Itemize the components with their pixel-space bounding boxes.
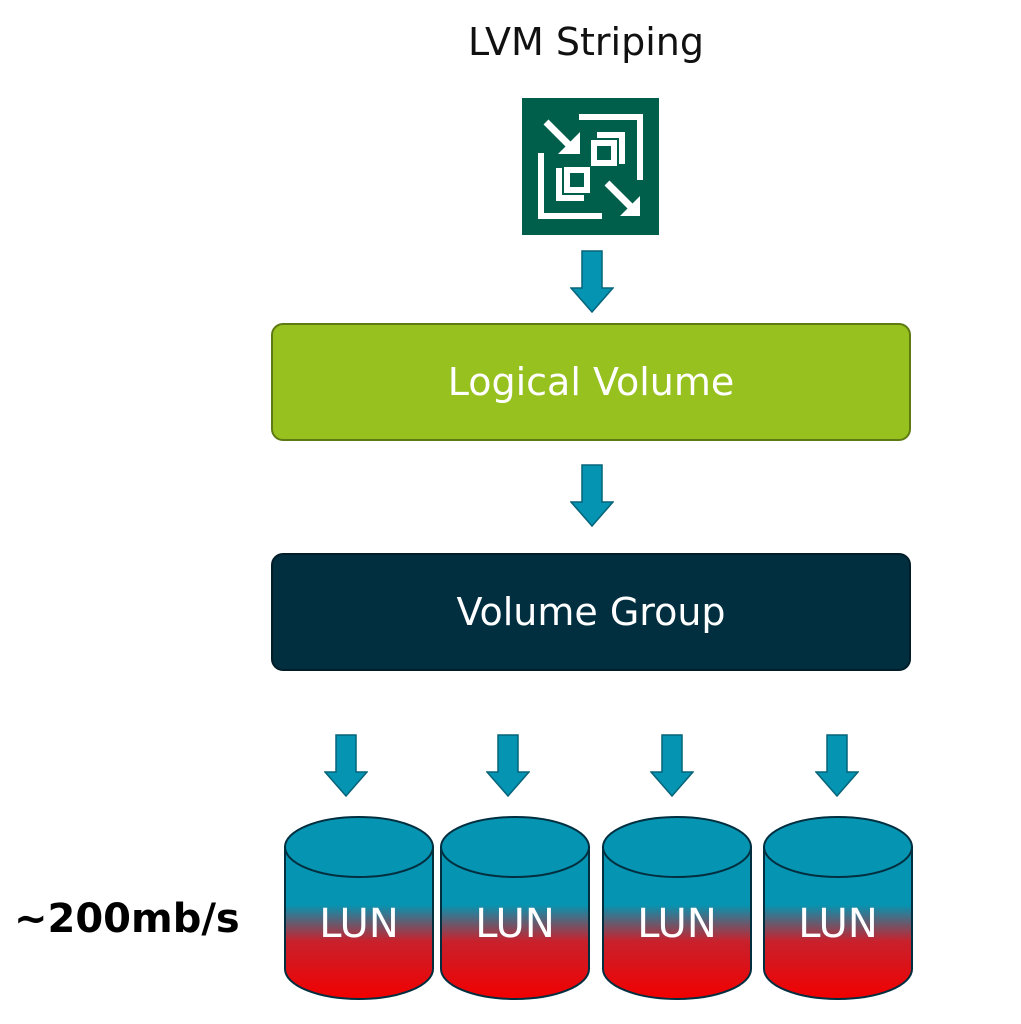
logical-volume-label: Logical Volume [447,360,735,404]
lun-label: LUN [637,901,717,947]
logical-volume-box: Logical Volume [271,323,911,441]
veeam-logo-icon [522,98,659,235]
arrow-down-icon [569,464,615,531]
arrow-down-icon [814,734,860,801]
diagram-title: LVM Striping [468,20,704,64]
arrow-down-icon [649,734,695,801]
throughput-label: ~200mb/s [14,896,240,942]
arrow-down-icon [323,734,369,801]
lun-cylinder: LUN [439,813,591,1003]
arrow-down-icon [485,734,531,801]
lun-cylinder: LUN [283,813,435,1003]
arrow-down-icon [569,250,615,317]
lun-label: LUN [798,901,878,947]
lun-cylinder: LUN [762,813,914,1003]
volume-group-box: Volume Group [271,553,911,671]
volume-group-label: Volume Group [456,590,726,634]
lun-label: LUN [475,901,555,947]
lun-cylinder: LUN [601,813,753,1003]
lun-label: LUN [319,901,399,947]
